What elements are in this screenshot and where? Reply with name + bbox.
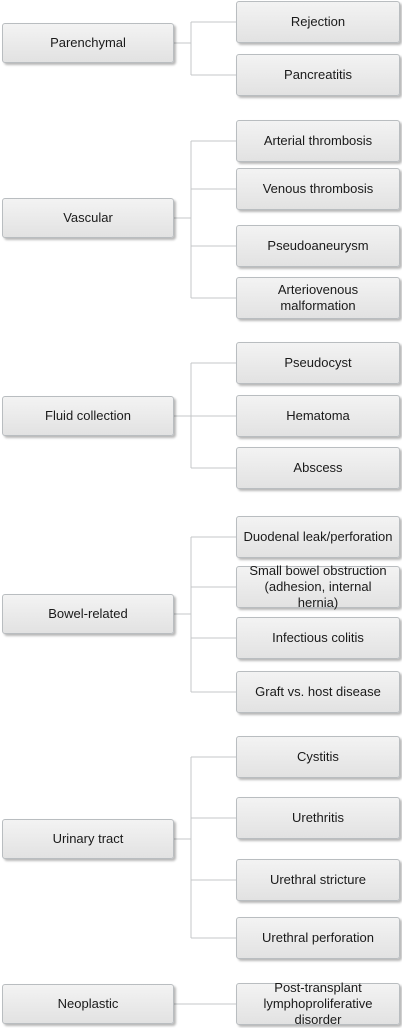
subtype-box: Hematoma bbox=[236, 395, 400, 437]
subtype-box: Rejection bbox=[236, 1, 400, 43]
subtype-box: Cystitis bbox=[236, 736, 400, 778]
category-box: Vascular bbox=[2, 198, 174, 238]
subtype-box: Venous thrombosis bbox=[236, 168, 400, 210]
subtype-box: Infectious colitis bbox=[236, 617, 400, 659]
subtype-box: Urethral stricture bbox=[236, 859, 400, 901]
subtype-box: Post-transplant lymphoproliferative diso… bbox=[236, 980, 400, 1027]
subtype-box: Pseudoaneurysm bbox=[236, 225, 400, 267]
subtype-box: Abscess bbox=[236, 447, 400, 489]
subtype-box: Arterial thrombosis bbox=[236, 120, 400, 162]
subtype-box: Urethritis bbox=[236, 797, 400, 839]
subtype-box: Small bowel obstruction (adhesion, inter… bbox=[236, 563, 400, 610]
category-box: Bowel-related bbox=[2, 594, 174, 634]
subtype-box: Pancreatitis bbox=[236, 54, 400, 96]
subtype-box: Arteriovenous malformation bbox=[236, 277, 400, 319]
subtype-box: Duodenal leak/perforation bbox=[236, 516, 400, 558]
subtype-box: Pseudocyst bbox=[236, 342, 400, 384]
category-box: Urinary tract bbox=[2, 819, 174, 859]
category-box: Parenchymal bbox=[2, 23, 174, 63]
category-box: Fluid collection bbox=[2, 396, 174, 436]
subtype-box: Urethral perforation bbox=[236, 917, 400, 959]
category-box: Neoplastic bbox=[2, 984, 174, 1024]
subtype-box: Graft vs. host disease bbox=[236, 671, 400, 713]
